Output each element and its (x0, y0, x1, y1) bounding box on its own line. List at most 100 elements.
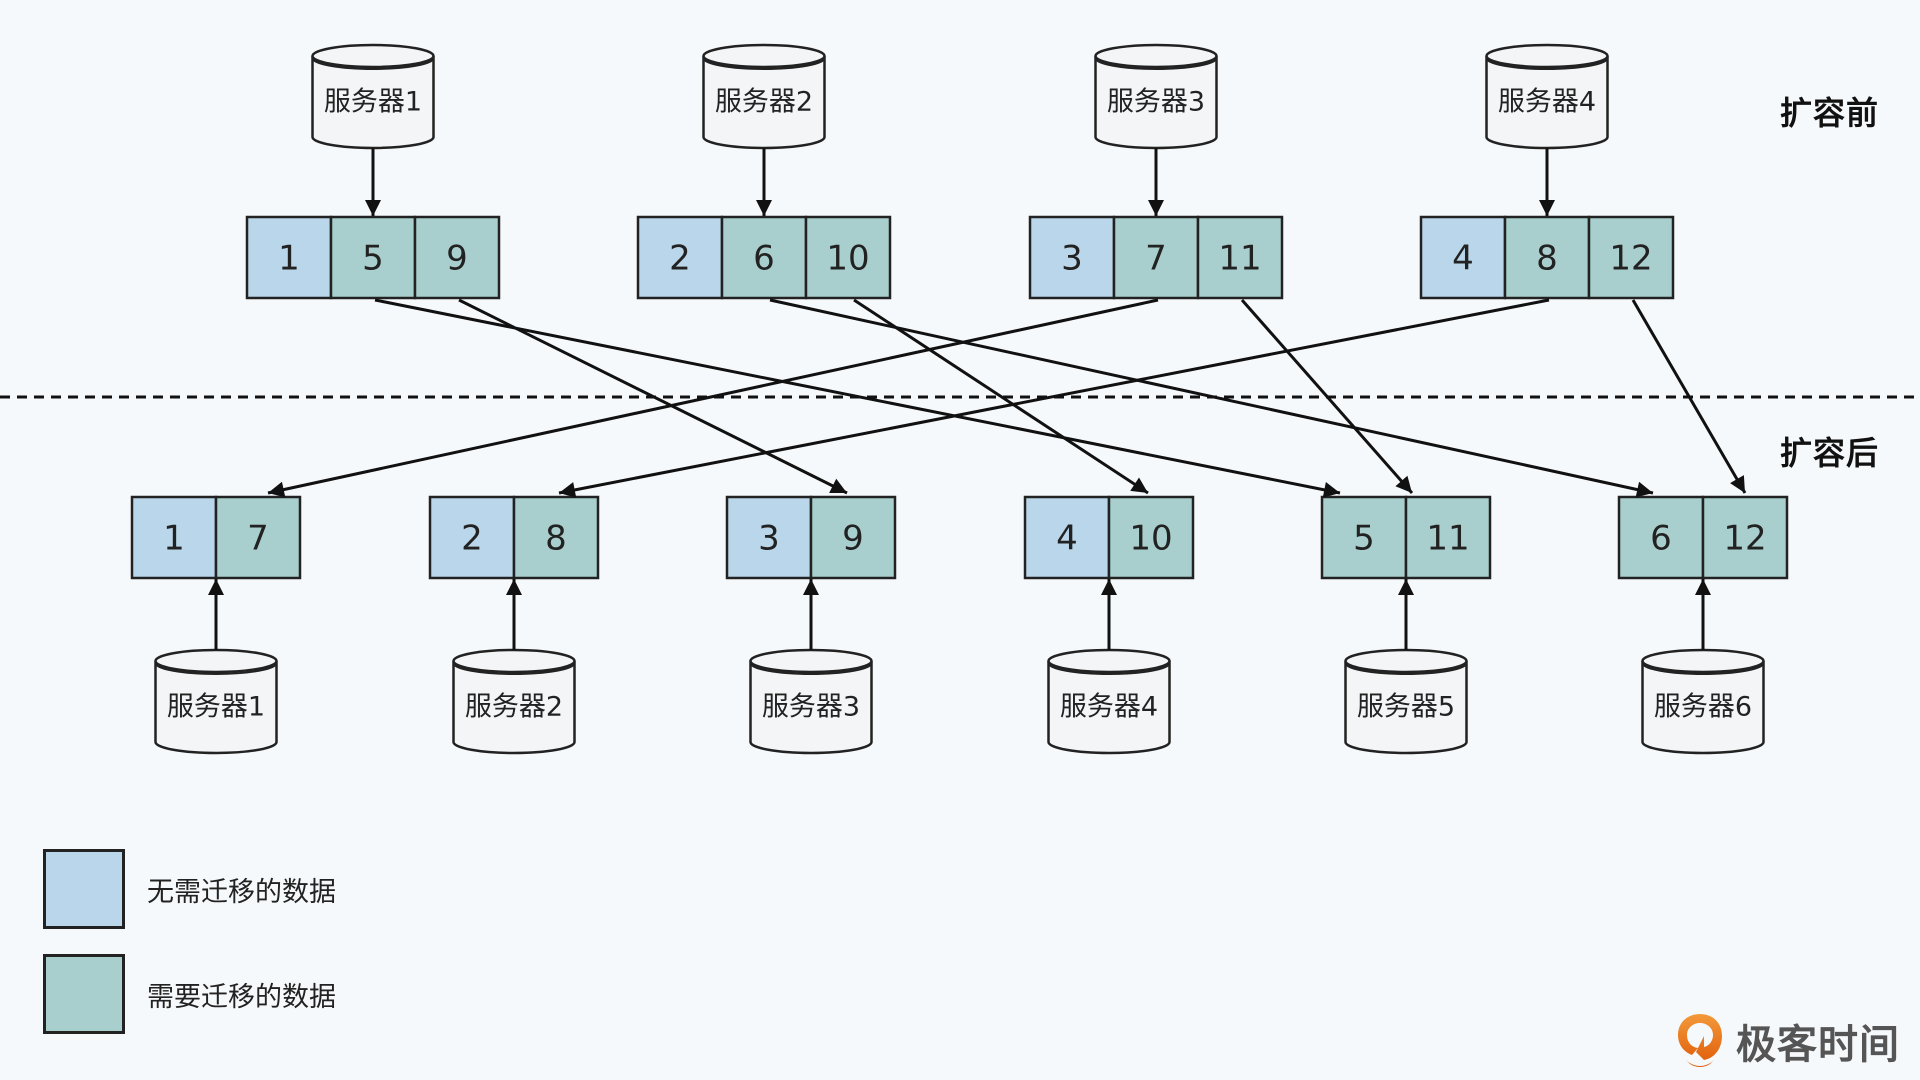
data-cell-value: 9 (842, 519, 864, 559)
server-name: 服务器3 (762, 692, 860, 723)
legend-swatch-no-migrate (43, 849, 125, 929)
cylinder-body (1641, 661, 1765, 755)
before-server-3: 服务器3 (1094, 43, 1218, 150)
data-cell-migrate (329, 215, 417, 300)
legend-swatch-migrate (43, 954, 125, 1034)
data-cell-no-migrate (636, 215, 724, 300)
data-cell-value: 1 (163, 519, 185, 559)
data-cell-migrate (1587, 215, 1675, 300)
data-cell-migrate (804, 215, 892, 300)
migration-arrow-7 (267, 298, 1159, 498)
before-data-box-4: 4 8 12 (1419, 215, 1675, 300)
data-cell-value: 5 (1353, 519, 1375, 559)
server-name: 服务器4 (1060, 692, 1158, 723)
legend-label: 需要迁移的数据 (147, 981, 336, 1013)
after-data-box-4: 4 10 (1023, 495, 1195, 580)
data-cell-migrate (214, 495, 302, 580)
server-name: 服务器3 (1107, 87, 1205, 118)
data-cell-migrate (1107, 495, 1195, 580)
data-cell-migrate (1112, 215, 1200, 300)
data-cell-migrate (413, 215, 501, 300)
data-cell-value: 12 (1609, 239, 1652, 279)
after-server-1: 服务器1 (154, 648, 278, 755)
before-server-4: 服务器4 (1485, 43, 1609, 150)
cylinder-top (1641, 648, 1765, 674)
cylinder-top (1344, 648, 1468, 674)
cylinder-rim (452, 662, 576, 675)
data-cell-migrate (1617, 495, 1705, 580)
after-server-6: 服务器6 (1641, 648, 1765, 755)
cylinder-rim (154, 662, 278, 675)
legend-label: 无需迁移的数据 (147, 876, 336, 908)
cylinder-top (1094, 43, 1218, 69)
migration-arrow-10 (853, 298, 1149, 495)
cylinder-top (154, 648, 278, 674)
after-server-3: 服务器3 (749, 648, 873, 755)
cylinder-rim (1641, 662, 1765, 675)
cylinder-rim (1047, 662, 1171, 675)
data-cell-value: 3 (758, 519, 780, 559)
after-label: 扩容后 (1780, 434, 1880, 472)
data-cell-no-migrate (428, 495, 516, 580)
cylinder-top (1047, 648, 1171, 674)
data-cell-migrate (1701, 495, 1789, 580)
data-cell-value: 4 (1452, 239, 1474, 279)
cylinder-body (749, 661, 873, 755)
data-cell-value: 2 (669, 239, 691, 279)
cylinder-top (311, 43, 435, 69)
data-cell-value: 8 (545, 519, 567, 559)
data-cell-value: 12 (1723, 519, 1766, 559)
migration-arrow-11 (1240, 299, 1414, 494)
cylinder-top (452, 648, 576, 674)
data-cell-value: 1 (278, 239, 300, 279)
data-cell-value: 7 (1145, 239, 1167, 279)
data-cell-migrate (1196, 215, 1284, 300)
data-cell-migrate (1404, 495, 1492, 580)
logo-text: 极客时间 (1736, 1022, 1900, 1068)
cylinder-body (154, 661, 278, 755)
data-cell-no-migrate (1419, 215, 1507, 300)
after-server-2: 服务器2 (452, 648, 576, 755)
before-server-1: 服务器1 (311, 43, 435, 150)
migration-arrow-5 (374, 298, 1341, 498)
before-data-box-3: 3 7 11 (1028, 215, 1284, 300)
data-cell-value: 3 (1061, 239, 1083, 279)
after-server-5: 服务器5 (1344, 648, 1468, 755)
cylinder-top (1485, 43, 1609, 69)
cylinder-rim (311, 57, 435, 70)
legend-item-no-migrate: 无需迁移的数据 (43, 848, 336, 930)
legend-item-migrate: 需要迁移的数据 (43, 953, 336, 1035)
migration-arrow-9 (458, 298, 848, 495)
server-name: 服务器1 (324, 87, 422, 118)
data-cell-value: 7 (247, 519, 269, 559)
after-server-4: 服务器4 (1047, 648, 1171, 755)
data-cell-no-migrate (245, 215, 333, 300)
cylinder-body (1047, 661, 1171, 755)
migration-arrow-6 (769, 298, 1654, 498)
data-cell-value: 4 (1056, 519, 1078, 559)
data-cell-value: 11 (1218, 239, 1261, 279)
data-cell-value: 8 (1536, 239, 1558, 279)
cylinder-rim (1485, 57, 1609, 70)
migration-arrow-12 (1631, 299, 1747, 494)
data-cell-value: 5 (362, 239, 384, 279)
data-cell-value: 10 (826, 239, 869, 279)
data-cell-value: 10 (1129, 519, 1172, 559)
data-cell-migrate (809, 495, 897, 580)
migration-arrows (267, 298, 1747, 498)
before-server-2: 服务器2 (702, 43, 826, 150)
cylinder-rim (1094, 57, 1218, 70)
cylinder-body (1344, 661, 1468, 755)
cylinder-rim (1344, 662, 1468, 675)
cylinder-top (702, 43, 826, 69)
server-name: 服务器2 (715, 87, 813, 118)
server-name: 服务器6 (1654, 692, 1752, 723)
geektime-logo: 极客时间 (1676, 1012, 1900, 1070)
